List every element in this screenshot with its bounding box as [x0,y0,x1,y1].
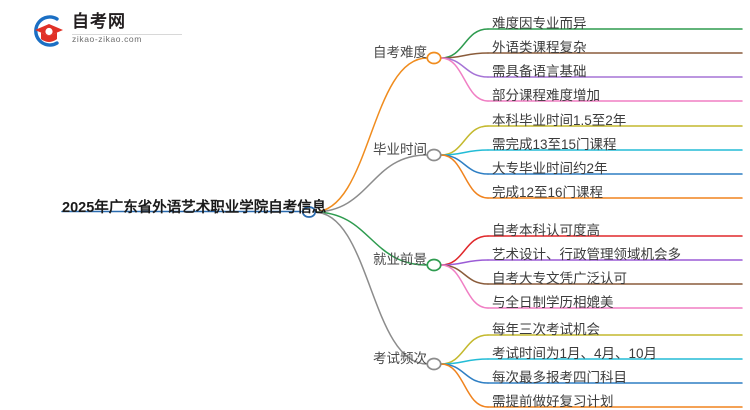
leaf-node-label-1-2[interactable]: 外语类课程复杂 [492,40,587,55]
leaf-node-label-3-2[interactable]: 艺术设计、行政管理领域机会多 [492,247,681,262]
leaf-node-label-2-2[interactable]: 需完成13至15门课程 [492,137,617,152]
leaf-node-label-2-1[interactable]: 本科毕业时间1.5至2年 [492,113,627,128]
leaf-node-label-3-4[interactable]: 与全日制学历相媲美 [492,295,614,310]
mindmap-node-dot[interactable] [426,148,442,162]
connector-line [440,363,489,408]
logo-domain: zikao-zikao.com [72,34,142,44]
logo-graduation-cap-icon [30,12,68,50]
connector-line [440,28,489,59]
connector-line [313,57,428,213]
leaf-node-label-3-1[interactable]: 自考本科认可度高 [492,223,600,238]
logo-text: 自考网 zikao-zikao.com [72,12,192,45]
connector-line [440,264,489,285]
connector-line [440,154,489,175]
leaf-node-label-3-3[interactable]: 自考大专文凭广泛认可 [492,271,627,286]
branch-node-label-2[interactable]: 毕业时间 [373,142,427,157]
branch-node-label-3[interactable]: 就业前景 [373,252,427,267]
connector-line [440,57,489,78]
mindmap-node-dot[interactable] [426,51,442,65]
mindmap-node-dot[interactable] [426,357,442,371]
leaf-node-label-4-3[interactable]: 每次最多报考四门科目 [492,370,627,385]
leaf-node-label-4-4[interactable]: 需提前做好复习计划 [492,394,614,409]
logo-divider [72,34,182,35]
connector-line [440,154,489,199]
leaf-node-label-2-4[interactable]: 完成12至16门课程 [492,185,604,200]
connector-line [440,235,489,266]
logo-title: 自考网 [72,12,126,31]
connector-line [313,154,428,213]
connector-line [440,52,489,59]
branch-node-label-1[interactable]: 自考难度 [373,45,427,60]
connector-line [440,358,489,365]
leaf-node-label-4-1[interactable]: 每年三次考试机会 [492,322,600,337]
branch-node-label-4[interactable]: 考试频次 [373,351,427,366]
leaf-node-label-1-3[interactable]: 需具备语言基础 [492,64,587,79]
leaf-node-label-4-2[interactable]: 考试时间为1月、4月、10月 [492,346,658,361]
leaf-node-label-2-3[interactable]: 大专毕业时间约2年 [492,161,608,176]
connector-line [440,57,489,102]
connector-line [440,264,489,309]
connector-line [440,363,489,384]
connector-line [440,125,489,156]
site-logo: 自考网 zikao-zikao.com [30,10,190,52]
mindmap-node-dot[interactable] [426,258,442,272]
leaf-node-label-1-1[interactable]: 难度因专业而异 [492,16,587,31]
connector-line [440,149,489,156]
connector-line [440,259,489,266]
connector-line [313,211,428,365]
connector-line [440,334,489,365]
leaf-node-label-1-4[interactable]: 部分课程难度增加 [492,88,600,103]
root-node-label[interactable]: 2025年广东省外语艺术职业学院自考信息 [62,200,327,216]
